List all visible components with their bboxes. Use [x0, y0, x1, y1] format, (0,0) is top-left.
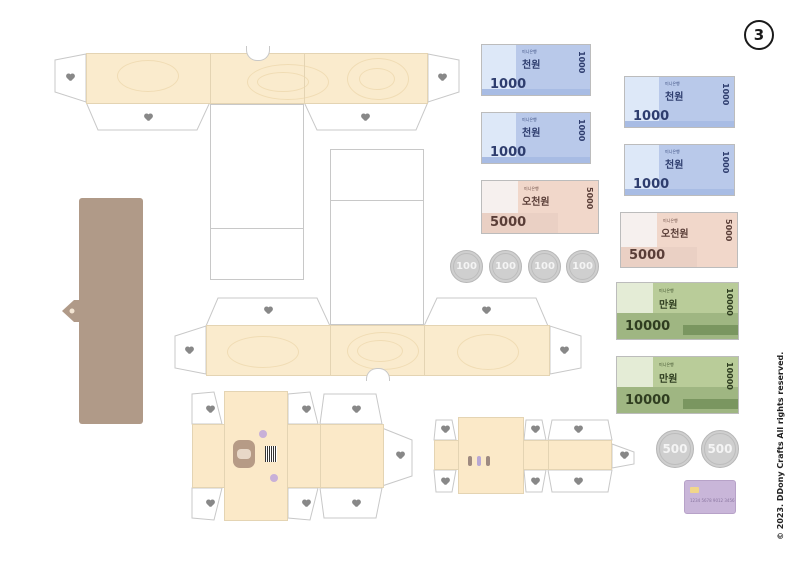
heart-icon [185, 347, 193, 355]
heart-icon [482, 307, 490, 315]
brown-panel-tab [62, 300, 81, 322]
coin-100: 100 [450, 250, 483, 283]
bill-10000: 미니은행 만원 10000 10000 [616, 282, 739, 340]
bill-1000: 미니은행 천원 1000 1000 [624, 144, 735, 196]
fold-line [320, 424, 321, 488]
brown-panel [79, 198, 143, 424]
bill-5000: 미니은행 오천원 5000 5000 [620, 212, 738, 268]
bill-1000: 미니은행 천원 1000 1000 [481, 112, 591, 164]
heart-icon [531, 426, 539, 434]
table-leg-right [330, 149, 424, 325]
fold-line [330, 325, 331, 376]
heart-icon [302, 406, 310, 414]
credit-card: 1234 5678 9012 3456 [684, 480, 736, 514]
heart-icon [144, 114, 152, 122]
heart-icon [441, 426, 449, 434]
bill-1000: 미니은행 천원 1000 1000 [481, 44, 591, 96]
fold-line [210, 53, 211, 104]
heart-icon [302, 500, 310, 508]
copyright-text: © 2023. DDony Crafts All rights reserved… [776, 351, 785, 540]
box-small-center [458, 417, 524, 494]
coin-100: 100 [528, 250, 561, 283]
bill-10000: 미니은행 만원 10000 10000 [616, 356, 739, 414]
box-bear-band [192, 424, 384, 488]
box-bear-outline [191, 391, 413, 521]
coin-500: 500 [701, 430, 739, 468]
card-chip-icon [690, 487, 699, 493]
card-number: 1234 5678 9012 3456 [690, 498, 735, 503]
heart-icon [441, 478, 449, 486]
fold-line [210, 228, 304, 229]
coin-100: 100 [566, 250, 599, 283]
heart-icon [206, 406, 214, 414]
heart-icon [66, 74, 74, 82]
barcode-icon [265, 446, 277, 462]
heart-icon [620, 452, 628, 460]
bill-5000: 미니은행 오천원 5000 5000 [481, 180, 599, 234]
table-bottom-wood [206, 325, 550, 376]
sticker-icon [259, 430, 267, 438]
heart-icon [531, 478, 539, 486]
table-leg-left [210, 104, 304, 280]
table-notch [366, 368, 390, 381]
heart-icon [438, 74, 446, 82]
heart-icon [574, 478, 582, 486]
fold-line [424, 325, 425, 376]
bill-1000: 미니은행 천원 1000 1000 [624, 76, 735, 128]
fold-line [304, 53, 305, 104]
page-number: 3 [744, 20, 774, 50]
coin-100: 100 [489, 250, 522, 283]
heart-icon [206, 500, 214, 508]
heart-icon [352, 500, 360, 508]
heart-icon [560, 347, 568, 355]
fold-line [330, 200, 424, 201]
fold-line [548, 440, 549, 470]
bear-face-icon [233, 440, 255, 468]
heart-icon [264, 307, 272, 315]
pill-icon [477, 456, 481, 466]
pill-icon [468, 456, 472, 466]
heart-icon [352, 406, 360, 414]
sticker-icon [270, 474, 278, 482]
pill-icon [486, 456, 490, 466]
heart-icon [396, 452, 404, 460]
coin-500: 500 [656, 430, 694, 468]
heart-icon [361, 114, 369, 122]
heart-icon [574, 426, 582, 434]
